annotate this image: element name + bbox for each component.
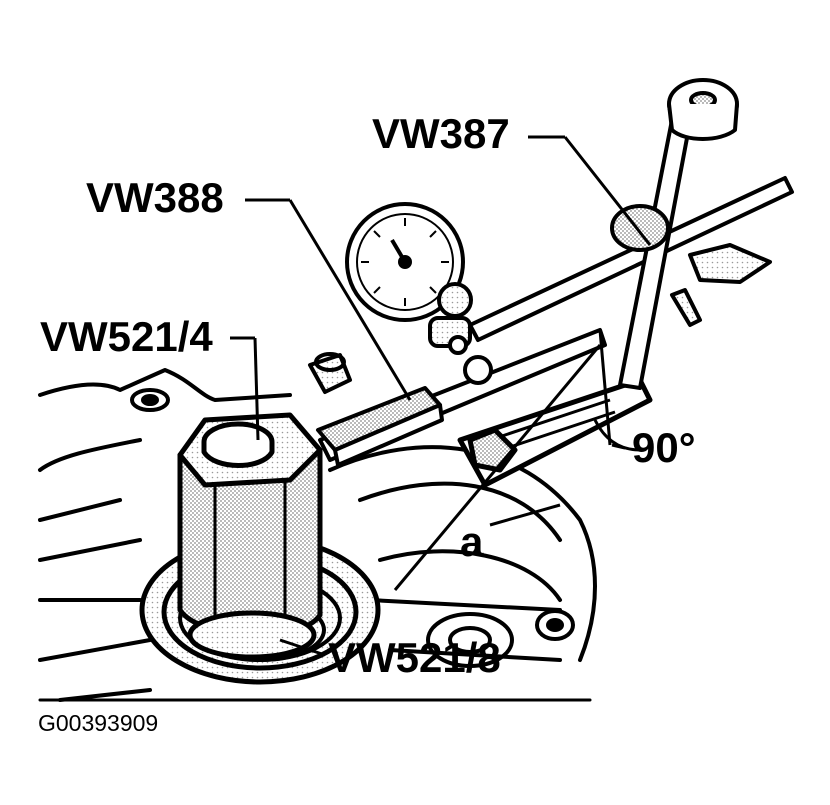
figure-id: G00393909 bbox=[38, 710, 158, 736]
label-vw521-8: VW521/8 bbox=[328, 634, 501, 681]
label-vw388: VW388 bbox=[86, 174, 224, 221]
gauge-holder-vw387 bbox=[468, 78, 794, 390]
leader-vw521-8 bbox=[279, 638, 326, 657]
transmission-housing bbox=[38, 352, 597, 702]
label-vw387: VW387 bbox=[372, 110, 510, 157]
dimension-lines bbox=[393, 329, 641, 591]
dial-gauge-icon bbox=[345, 202, 493, 385]
measuring-bar-vw388 bbox=[316, 328, 607, 467]
label-dimension-a: a bbox=[460, 518, 484, 565]
hex-adapter-vw521-4 bbox=[177, 412, 323, 660]
leader-lines bbox=[230, 135, 652, 657]
label-vw521-4: VW521/4 bbox=[40, 313, 213, 360]
label-angle: 90° bbox=[632, 424, 696, 471]
